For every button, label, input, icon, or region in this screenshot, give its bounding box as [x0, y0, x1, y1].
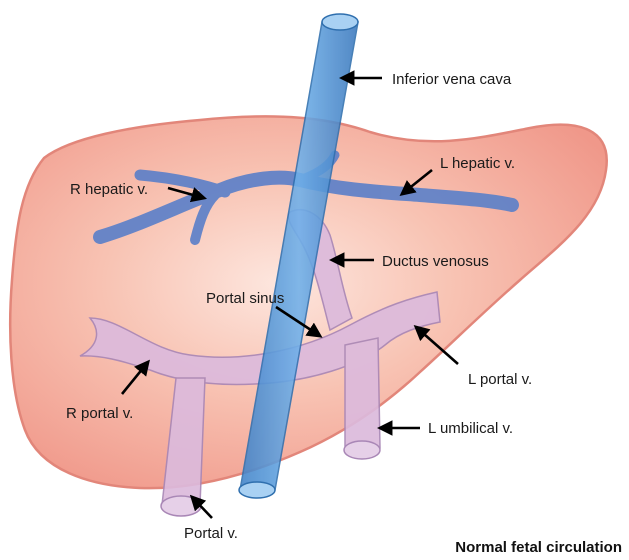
arrow-r-portal [120, 359, 150, 395]
arrow-portal-vein [189, 494, 213, 519]
figure-caption: Normal fetal circulation [455, 539, 622, 556]
ivc-bottom-opening [238, 481, 276, 499]
label-ductus-venosus: Ductus venosus [382, 253, 489, 270]
arrow-r-hepatic [167, 186, 208, 203]
pointer-arrows [120, 70, 459, 519]
label-portal-sinus: Portal sinus [206, 290, 284, 307]
label-r-hepatic-vein: R hepatic v. [70, 181, 148, 198]
arrow-l-hepatic [399, 168, 433, 196]
label-l-portal-vein: L portal v. [468, 371, 532, 388]
umbilical-vein-opening [343, 440, 381, 460]
ivc-top-opening [321, 13, 359, 31]
label-r-portal-vein: R portal v. [66, 405, 133, 422]
label-l-hepatic-vein: L hepatic v. [440, 155, 515, 172]
label-inferior-vena-cava: Inferior vena cava [392, 71, 512, 88]
label-l-umbilical-vein: L umbilical v. [428, 420, 513, 437]
hepatic-veins [93, 150, 519, 245]
label-portal-vein: Portal v. [184, 525, 238, 542]
portal-system [79, 209, 441, 506]
arrow-l-portal [413, 324, 459, 365]
arrow-portal-sinus [275, 305, 323, 338]
